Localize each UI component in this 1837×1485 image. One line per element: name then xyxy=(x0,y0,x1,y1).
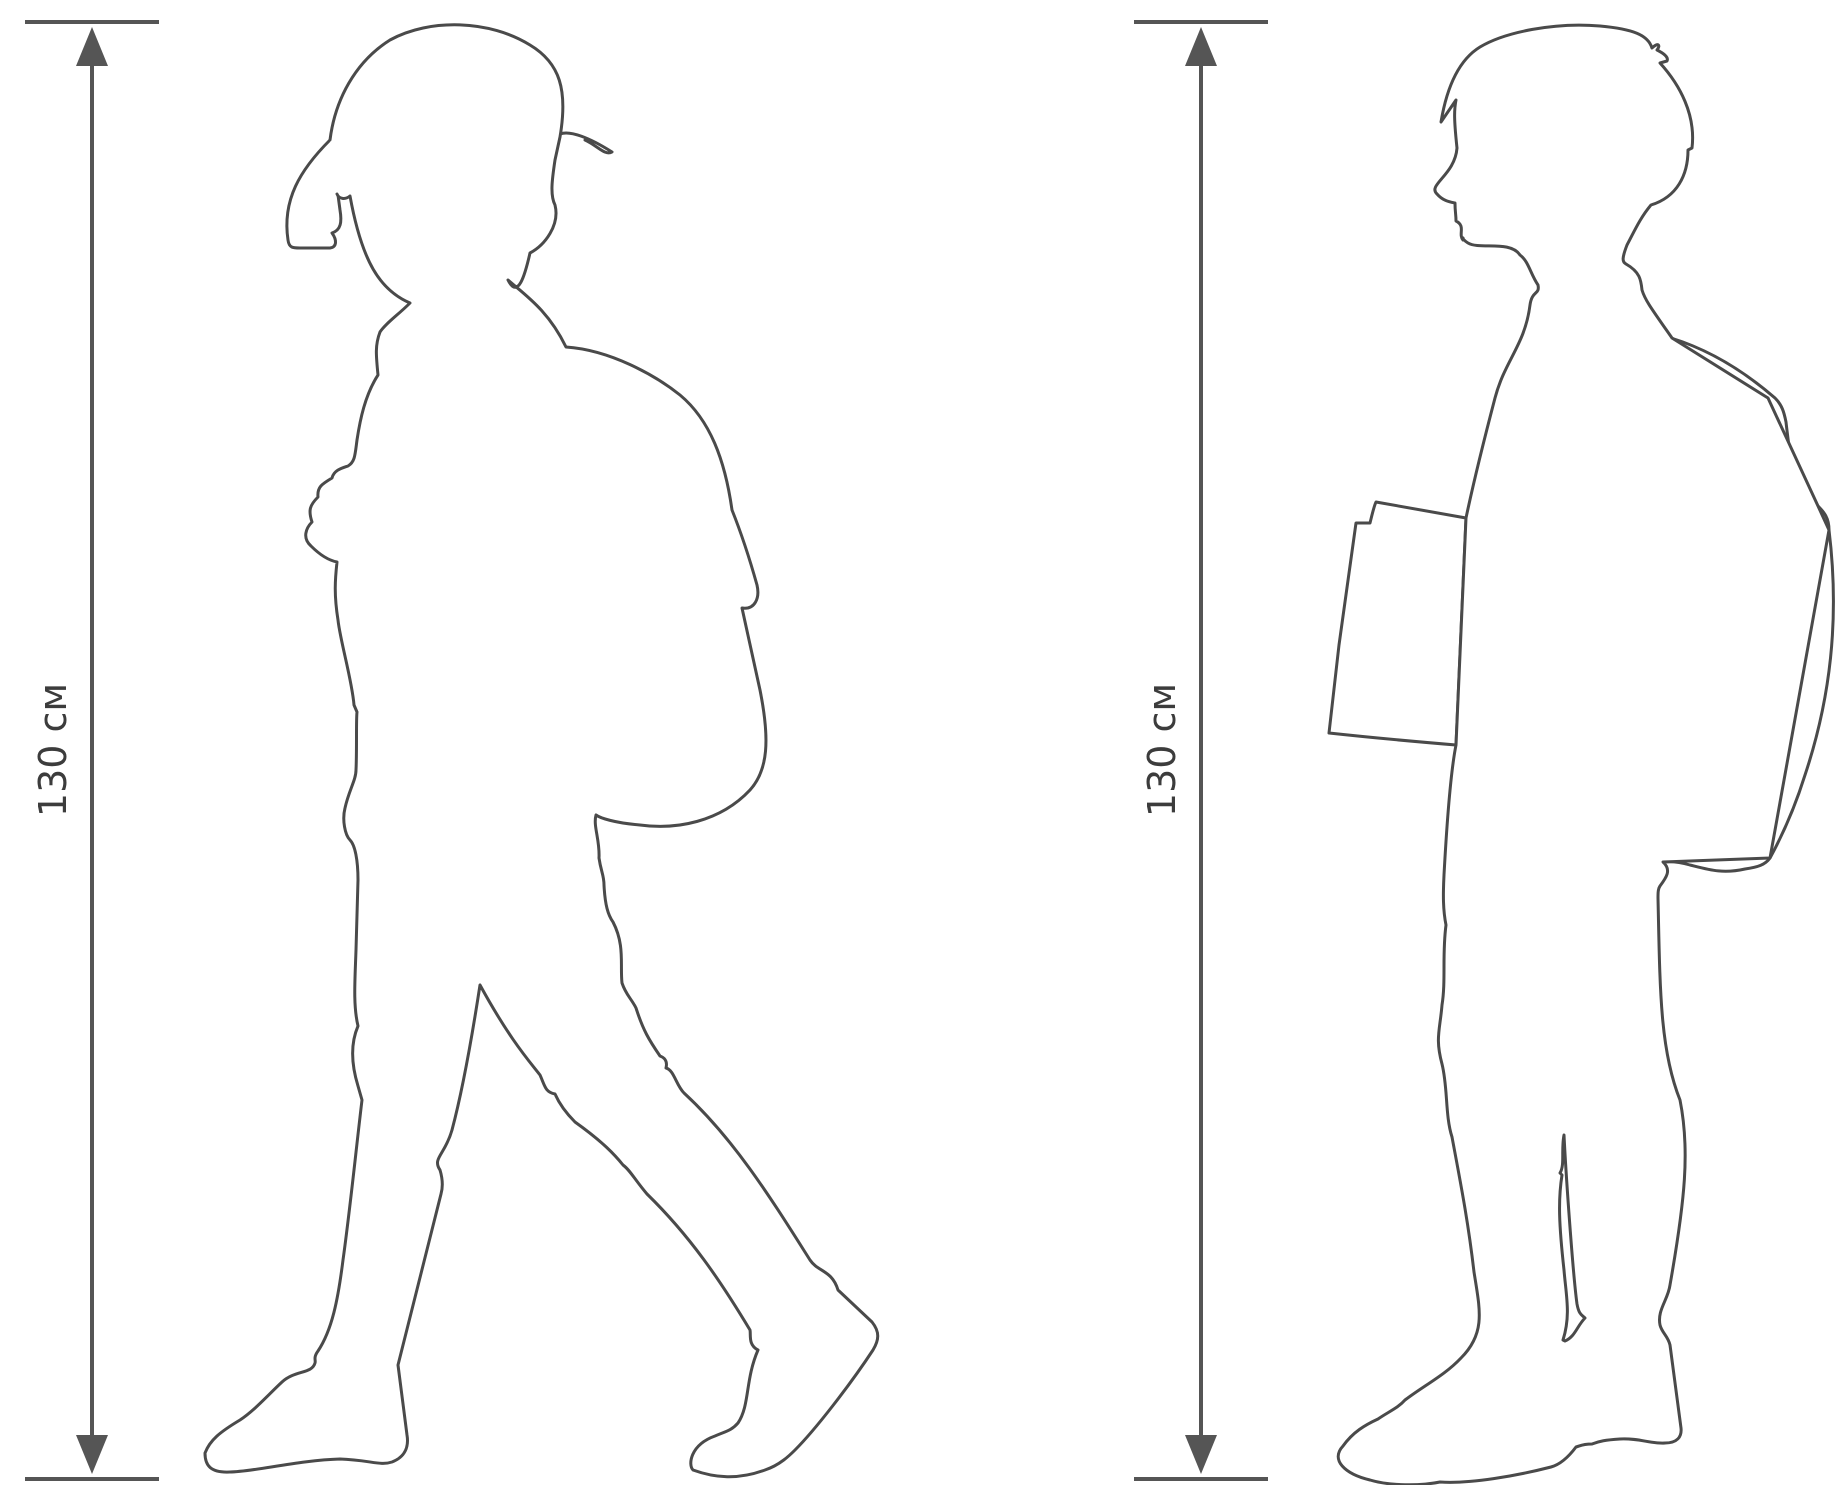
hair-bow xyxy=(560,133,612,153)
boy-body xyxy=(1338,25,1829,1485)
arrow-down-icon xyxy=(1185,1435,1217,1474)
height-label: 130 см xyxy=(1140,683,1184,817)
height-dimension-right: 130 см xyxy=(1134,22,1268,1479)
arrow-up-icon xyxy=(76,27,108,66)
arrow-up-icon xyxy=(1185,27,1217,66)
height-label: 130 см xyxy=(31,683,75,817)
girl-silhouette xyxy=(205,25,878,1477)
height-dimension-left: 130 см xyxy=(25,22,159,1479)
folder xyxy=(1329,502,1466,745)
arrow-down-icon xyxy=(76,1435,108,1474)
boy-silhouette xyxy=(1329,25,1833,1485)
